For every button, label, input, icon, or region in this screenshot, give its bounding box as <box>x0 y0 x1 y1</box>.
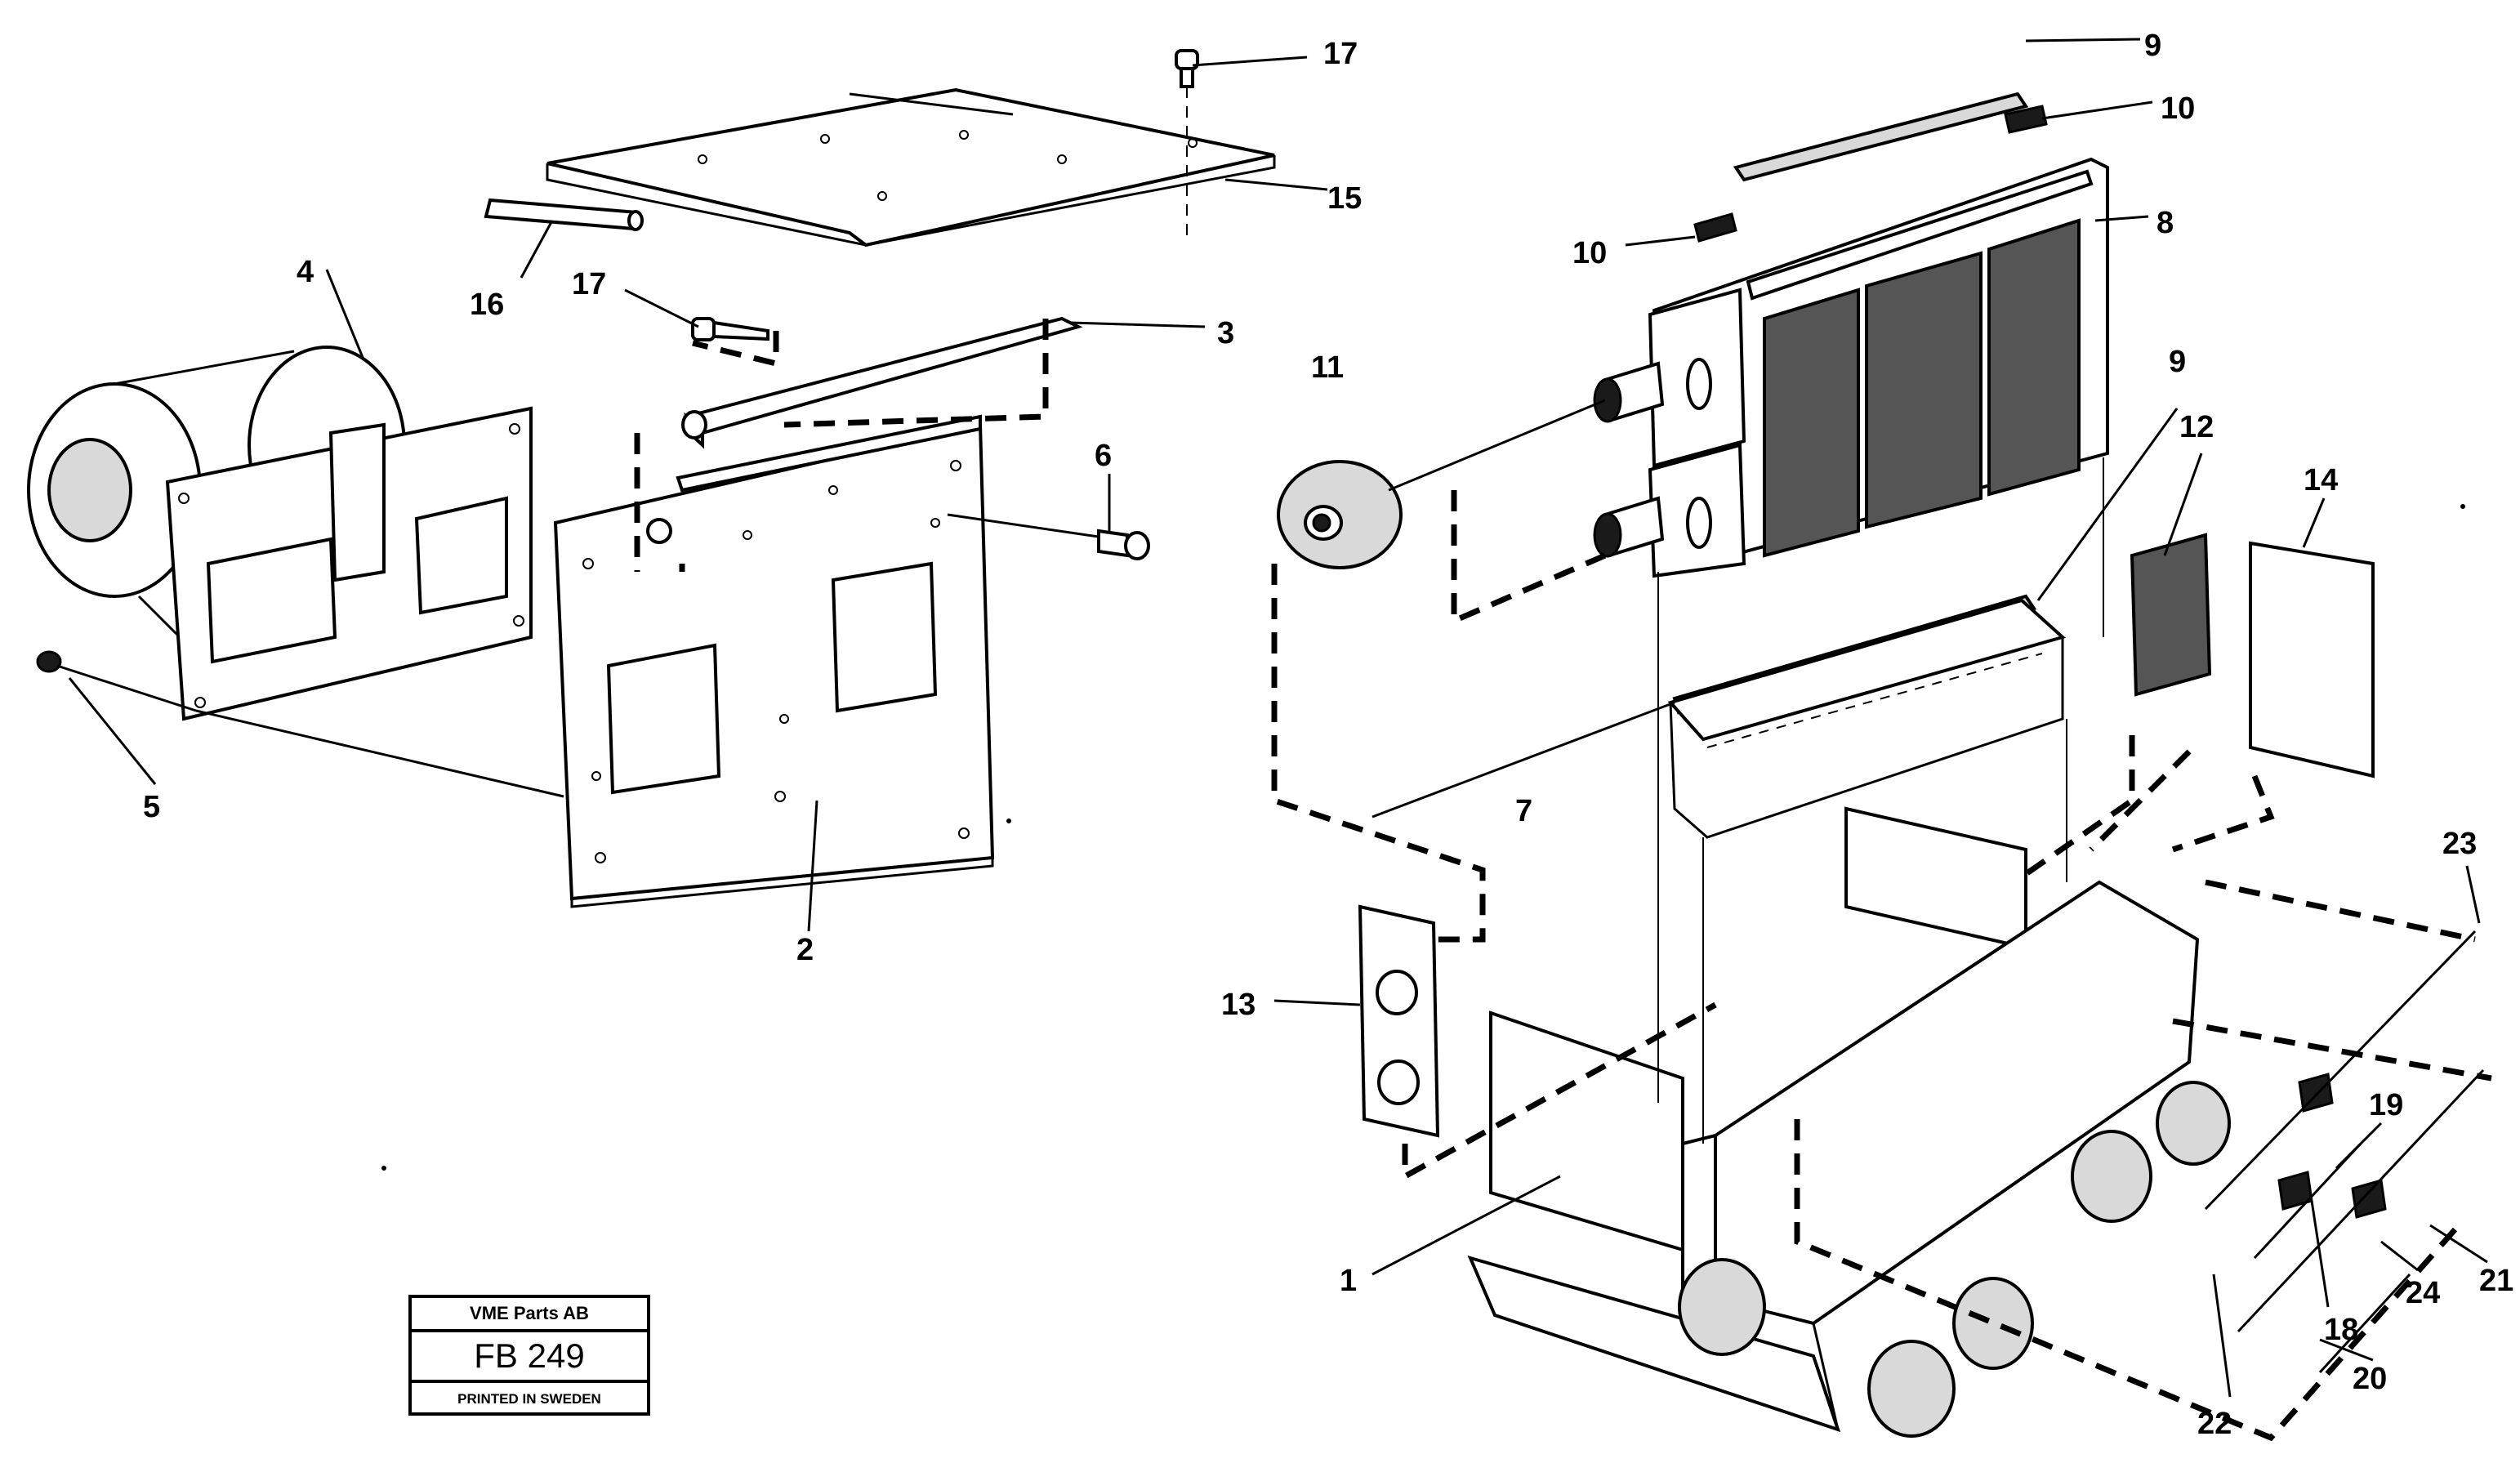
callout-7: 7 <box>1515 794 1532 828</box>
callout-15: 15 <box>1327 181 1362 216</box>
title-stamp: VME Parts AB FB 249 PRINTED IN SWEDEN <box>408 1295 650 1416</box>
part-17-screw-top <box>1175 49 1199 237</box>
callout-13: 13 <box>1221 988 1256 1022</box>
callout-23: 23 <box>2442 827 2477 861</box>
callout-8: 8 <box>2156 206 2174 240</box>
callout-17-top: 17 <box>1323 37 1358 71</box>
part-17-screw-mid <box>691 317 769 341</box>
callout-11: 11 <box>1311 350 1344 385</box>
alignment-lines <box>1657 457 2104 1144</box>
callout-20: 20 <box>2353 1362 2387 1396</box>
callout-21: 21 <box>2479 1264 2513 1298</box>
part-15-cover-plate <box>546 87 1276 248</box>
part-9-seal-top <box>1733 91 2029 182</box>
part-11-grommet <box>1277 399 1606 569</box>
part-8-heater-core <box>1648 157 2109 578</box>
part-24-connector <box>2351 1179 2387 1219</box>
part-1-heater-housing <box>1467 806 2200 1433</box>
cables <box>2204 930 2485 1374</box>
callout-6: 6 <box>1095 439 1112 473</box>
leader-lines <box>68 38 2488 1398</box>
callout-10-right: 10 <box>2161 91 2195 126</box>
callout-19: 19 <box>2369 1088 2403 1122</box>
part-16-rod <box>484 198 644 231</box>
stamp-company: VME Parts AB <box>412 1298 647 1332</box>
heater-pipes <box>1593 361 1665 558</box>
part-6-screw <box>947 513 1150 560</box>
callout-18: 18 <box>2324 1313 2358 1347</box>
part-13-bracket <box>1358 904 1440 1138</box>
callout-14: 14 <box>2304 463 2338 497</box>
callout-17-mid: 17 <box>572 267 606 301</box>
part-19-connector <box>2298 1073 2334 1113</box>
part-3-channel-strip <box>681 316 1083 449</box>
callout-5: 5 <box>143 790 160 824</box>
part-7-tray <box>1667 598 2067 839</box>
stamp-code: FB 249 <box>412 1332 647 1383</box>
callout-9-mid: 9 <box>2169 345 2186 379</box>
callout-10-left: 10 <box>1572 236 1607 270</box>
part-14-side-plate <box>2249 541 2375 778</box>
part-4-blower-fan <box>27 346 533 721</box>
assembly-dashed-lines <box>634 319 2492 1442</box>
part-10-pad-right <box>2004 105 2048 134</box>
part-2-mounting-plate <box>553 414 995 908</box>
stamp-printed: PRINTED IN SWEDEN <box>457 1391 601 1407</box>
callout-2: 2 <box>796 933 814 967</box>
callout-12: 12 <box>2179 410 2214 444</box>
callout-1: 1 <box>1340 1264 1357 1298</box>
part-5-connector <box>36 650 197 712</box>
air-outlets <box>1678 1081 2231 1438</box>
part-12-foam-block <box>2130 533 2212 697</box>
callout-24: 24 <box>2406 1276 2440 1310</box>
callout-9-top: 9 <box>2144 29 2161 63</box>
callout-16: 16 <box>470 288 504 322</box>
callout-22: 22 <box>2197 1407 2232 1441</box>
callout-3: 3 <box>1217 316 1234 350</box>
part-10-pad-left <box>1693 212 1737 243</box>
callout-4: 4 <box>297 255 314 289</box>
